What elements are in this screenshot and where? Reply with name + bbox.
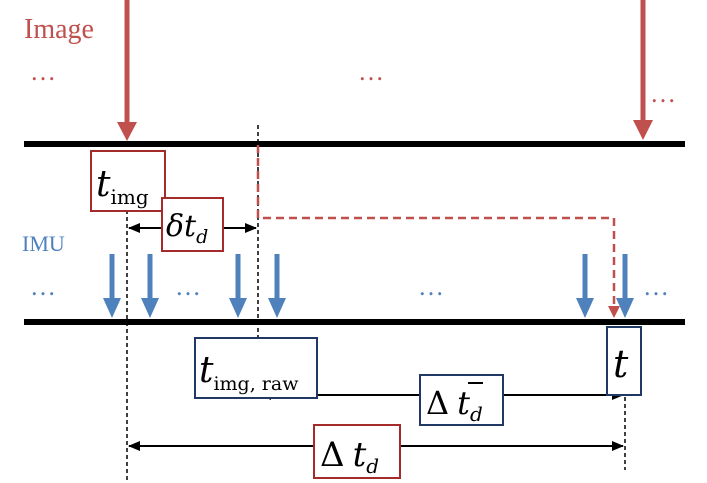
imu-arrow <box>229 254 247 318</box>
t-img-main: t <box>96 164 111 205</box>
image-ellipsis-right: … <box>650 79 676 108</box>
imu-arrow <box>576 254 594 318</box>
delta-tbar-d-main: t <box>457 384 470 422</box>
t-box: t <box>606 326 642 396</box>
delta-t-d-total-prefix: Δ <box>320 435 345 475</box>
image-ellipsis-left: … <box>30 57 56 86</box>
image-label: Image <box>24 14 94 45</box>
imu-arrow <box>103 254 121 318</box>
imu-ellipsis-right: … <box>643 272 669 301</box>
imu-ellipsis-left: … <box>30 272 56 301</box>
mapping-dashed-arrow-head <box>608 306 620 318</box>
t-img-box: timg <box>90 150 166 212</box>
imu-arrow <box>268 254 286 318</box>
imu-label: IMU <box>22 231 65 256</box>
svg-text:δtd: δtd <box>166 209 208 248</box>
imu-ellipsis-mid1: … <box>175 272 201 301</box>
t-img-raw-main: t <box>199 350 214 391</box>
t-img-raw-box: timg, raw <box>194 337 318 399</box>
image-ellipsis-middle: … <box>358 57 384 86</box>
delta-t-d-total-main: t <box>353 435 367 475</box>
svg-text:timg, raw: timg, raw <box>199 350 299 395</box>
svg-text:Δtd: Δtd <box>320 435 379 478</box>
mapping-dashed-arrow <box>256 145 616 312</box>
t-img-sub: img <box>110 185 148 209</box>
t-main: t <box>613 342 629 386</box>
imu-arrow <box>141 254 159 318</box>
image-arrows <box>117 0 653 141</box>
svg-text:Δtd: Δtd <box>426 384 483 426</box>
image-arrow-1-head <box>117 122 137 141</box>
delta-t-d-prefix: δt <box>166 209 197 244</box>
delta-t-d-box: δtd <box>161 197 224 252</box>
imu-ellipsis-mid2: … <box>418 272 444 301</box>
imu-arrow <box>616 254 634 318</box>
delta-tbar-d-sub: d <box>470 402 483 426</box>
imu-arrows <box>103 254 634 318</box>
delta-t-d-sub: d <box>196 226 208 248</box>
image-arrow-2-head <box>633 120 653 140</box>
t-img-raw-sub: img, raw <box>213 373 299 395</box>
svg-text:timg: timg <box>96 164 149 209</box>
delta-t-d-total-sub: d <box>366 454 379 478</box>
delta-tbar-d-prefix: Δ <box>426 384 449 422</box>
